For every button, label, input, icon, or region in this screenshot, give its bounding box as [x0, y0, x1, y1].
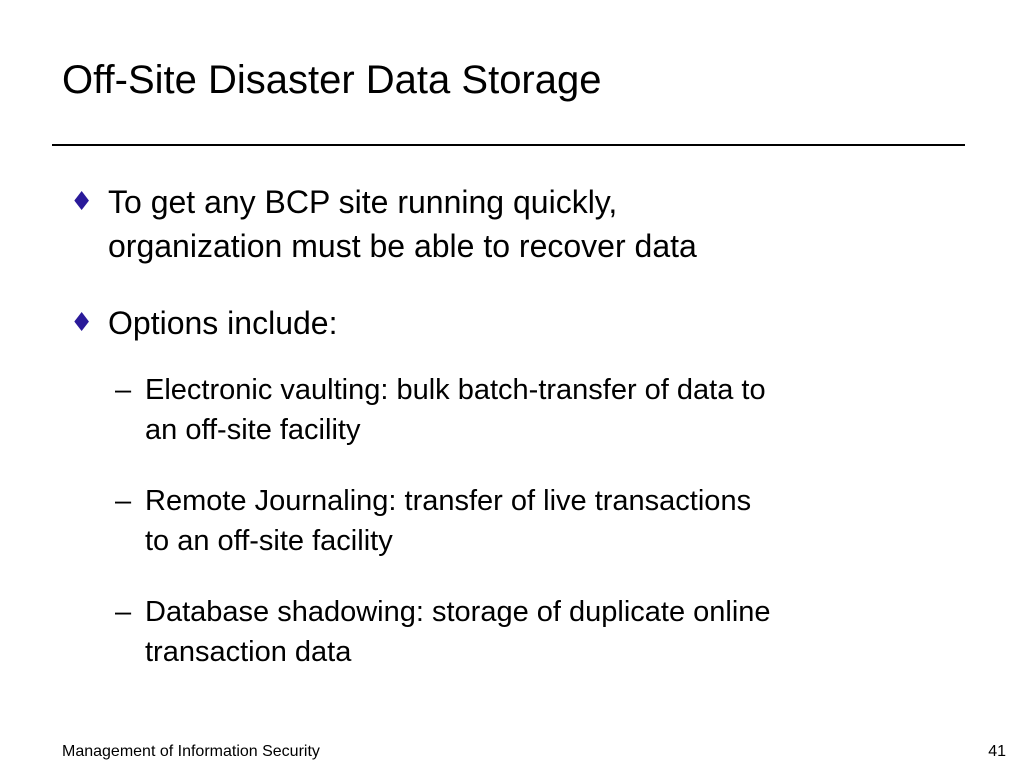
sub-bullet-line: to an off-site facility: [145, 525, 393, 557]
diamond-bullet-icon: ♦: [70, 308, 94, 338]
title-divider: [52, 144, 965, 146]
sub-bullet-line: Database shadowing: storage of duplicate…: [145, 596, 771, 628]
sub-bullet-text: Database shadowing: storage of duplicate…: [145, 592, 771, 672]
dash-bullet-icon: –: [115, 596, 132, 628]
sub-bullet-line: Remote Journaling: transfer of live tran…: [145, 485, 752, 517]
sub-bullet-text: Remote Journaling: transfer of live tran…: [145, 481, 751, 561]
slide-title: Off-Site Disaster Data Storage: [62, 58, 602, 102]
sub-bullet-line: transaction data: [145, 636, 352, 668]
bullet-line: Options include:: [108, 305, 338, 341]
dash-bullet-icon: –: [115, 374, 132, 406]
bullet-line: organization must be able to recover dat…: [108, 228, 697, 264]
bullet-text: To get any BCP site running quickly, org…: [108, 180, 697, 268]
footer-page-number: 41: [988, 743, 1006, 760]
sub-bullet-text: Electronic vaulting: bulk batch-transfer…: [145, 370, 766, 450]
diamond-bullet-icon: ♦: [70, 187, 94, 217]
bullet-text: Options include:: [108, 301, 337, 345]
sub-bullet-line: an off-site facility: [145, 414, 361, 446]
dash-bullet-icon: –: [115, 485, 132, 517]
sub-bullet-line: Electronic vaulting: bulk batch-transfer…: [145, 374, 766, 406]
bullet-line: To get any BCP site running quickly,: [108, 184, 618, 220]
footer-course-title: Management of Information Security: [62, 743, 320, 760]
